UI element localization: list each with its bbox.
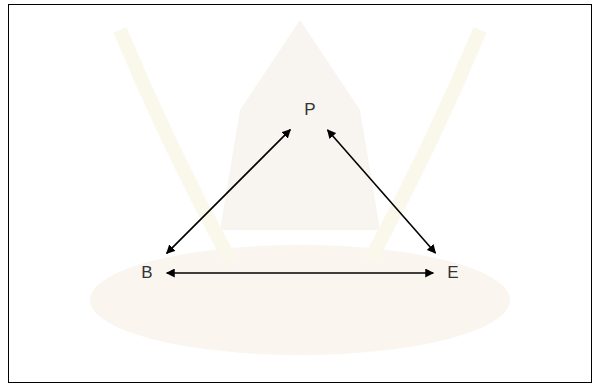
node-text: P: [304, 100, 315, 120]
faint-watermark: [90, 20, 510, 355]
double-arrow: [167, 130, 291, 254]
node-label: B: [131, 257, 162, 289]
node-label: E: [437, 257, 468, 289]
node-text: B: [141, 263, 152, 283]
frame-border: [9, 5, 592, 383]
node-label: P: [294, 94, 325, 126]
double-arrow: [167, 272, 434, 274]
double-arrow: [328, 130, 436, 253]
node-text: E: [447, 263, 458, 283]
